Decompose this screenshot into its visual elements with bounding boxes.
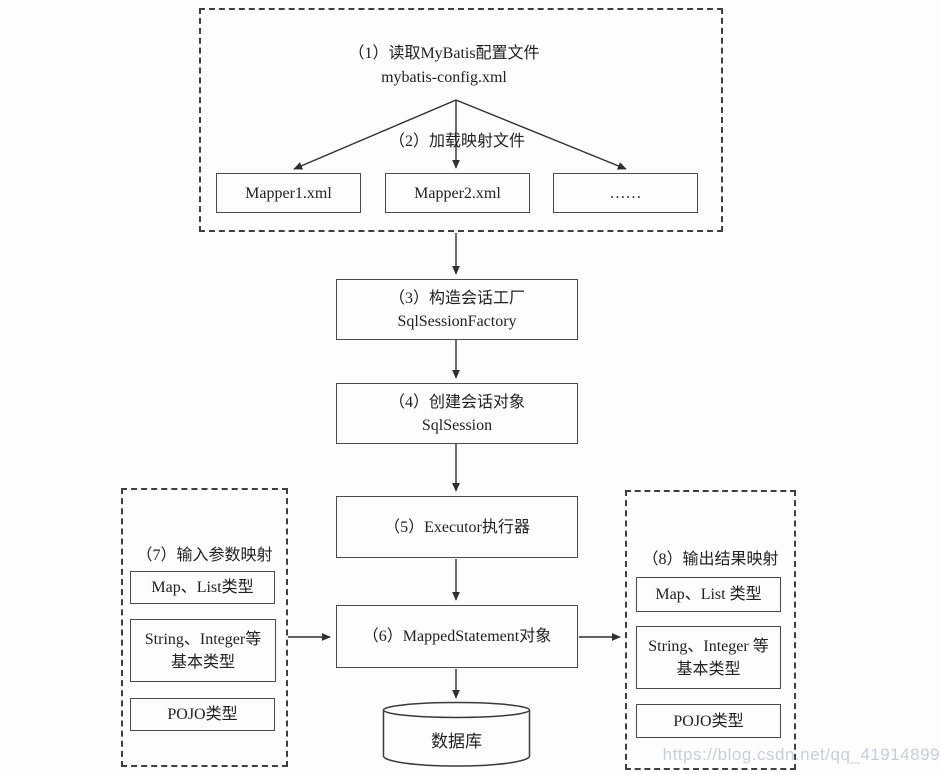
input-pojo-label: POJO类型 — [167, 706, 238, 723]
step1-line2: mybatis-config.xml — [381, 69, 507, 86]
input-basic-types-line1: String、Integer等 — [144, 630, 262, 648]
executor-box: （5）Executor执行器 — [336, 496, 578, 558]
input-panel-frame — [121, 488, 288, 767]
database-label: 数据库 — [431, 732, 482, 751]
step2-label: （2）加载映射文件 — [388, 133, 525, 150]
output-pojo-label: POJO类型 — [673, 712, 744, 730]
input-basic-types-line2: 基本类型 — [170, 653, 235, 671]
output-panel-frame — [625, 490, 796, 770]
executor-line1: （5）Executor执行器 — [384, 518, 530, 536]
mappedstatement-box: （6）MappedStatement对象 — [336, 605, 578, 668]
output-basic-types-box: String、Integer 等 基本类型 — [636, 626, 781, 689]
arrow-config-to-mapper3 — [455, 99, 627, 170]
sqlsession-line1: （4）创建会话对象 — [388, 393, 525, 411]
output-basic-types-line1: String、Integer 等 — [648, 637, 769, 655]
step1-label: （1）读取MyBatis配置文件 mybatis-config.xml — [244, 42, 644, 90]
output-map-list-label: Map、List 类型 — [655, 586, 762, 603]
input-panel-title: （7）输入参数映射 — [136, 547, 273, 564]
input-map-list-label: Map、List类型 — [151, 579, 254, 596]
sqlsession-box: （4）创建会话对象 SqlSession — [336, 383, 578, 444]
input-basic-types-box: String、Integer等 基本类型 — [130, 619, 276, 682]
mappedstatement-line1: （6）MappedStatement对象 — [362, 628, 552, 645]
sqlsession-line2: SqlSession — [421, 416, 493, 434]
database-cylinder-icon — [382, 701, 531, 767]
mapper-more-box: …… — [553, 173, 698, 213]
step1-line1: （1）读取MyBatis配置文件 — [348, 45, 540, 62]
output-map-list-box: Map、List 类型 — [636, 577, 781, 612]
sqlsessionfactory-box: （3）构造会话工厂 SqlSessionFactory — [336, 279, 578, 340]
mapper1-box: Mapper1.xml — [216, 173, 361, 213]
mapper-more-label: …… — [609, 184, 642, 202]
output-pojo-box: POJO类型 — [636, 704, 781, 738]
mapper1-label: Mapper1.xml — [245, 184, 332, 202]
config-group-frame — [199, 8, 723, 232]
output-basic-types-line2: 基本类型 — [676, 660, 741, 678]
input-pojo-box: POJO类型 — [130, 698, 275, 731]
output-panel-title: （8）输出结果映射 — [642, 551, 779, 568]
sqlsessionfactory-line2: SqlSessionFactory — [397, 312, 517, 330]
mapper2-label: Mapper2.xml — [414, 184, 501, 202]
input-map-list-box: Map、List类型 — [130, 571, 275, 604]
mapper2-box: Mapper2.xml — [385, 173, 530, 213]
watermark-url: https://blog.csdn.net/qq_41914899 — [662, 745, 940, 764]
sqlsessionfactory-line1: （3）构造会话工厂 — [388, 289, 525, 307]
arrow-config-to-mapper1 — [293, 99, 457, 170]
